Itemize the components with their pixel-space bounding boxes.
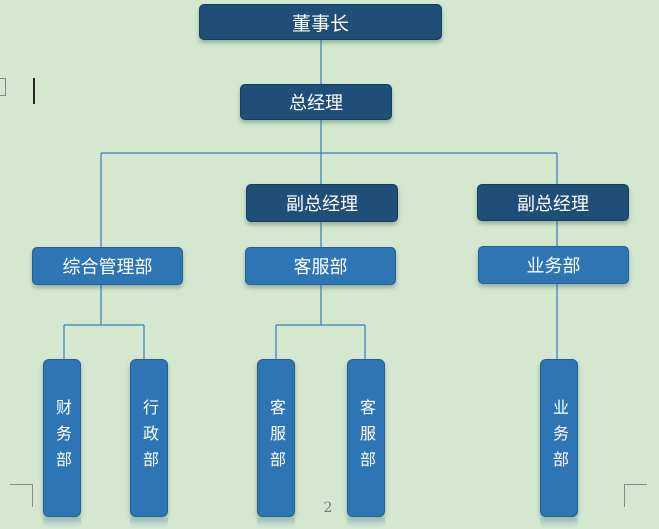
node-finance[interactable]: 财务部 xyxy=(43,359,81,517)
node-administration[interactable]: 行政部 xyxy=(130,359,168,517)
text-cursor xyxy=(33,78,35,104)
node-admin-general[interactable]: 综合管理部 xyxy=(32,247,183,285)
node-customer-service-1-reflection xyxy=(257,518,295,528)
node-chairman[interactable]: 董事长 xyxy=(199,4,442,40)
node-vice-manager-2[interactable]: 副总经理 xyxy=(477,184,629,221)
page-number: 2 xyxy=(323,500,333,516)
page-corner-mark-left xyxy=(10,484,33,507)
node-business[interactable]: 业务部 xyxy=(478,246,629,284)
node-general-manager[interactable]: 总经理 xyxy=(240,84,392,120)
node-customer-service-2-reflection xyxy=(347,518,385,528)
node-business-sub[interactable]: 业务部 xyxy=(540,359,578,517)
node-vice-manager-1[interactable]: 副总经理 xyxy=(246,184,398,222)
node-customer-service-2[interactable]: 客服部 xyxy=(347,359,385,517)
page-corner-mark-right xyxy=(624,484,647,507)
node-business-sub-reflection xyxy=(540,518,578,528)
node-customer-service-1[interactable]: 客服部 xyxy=(257,359,295,517)
margin-marker xyxy=(0,78,6,96)
node-customer-service[interactable]: 客服部 xyxy=(245,247,396,285)
node-finance-reflection xyxy=(43,518,81,528)
node-administration-reflection xyxy=(130,518,168,528)
